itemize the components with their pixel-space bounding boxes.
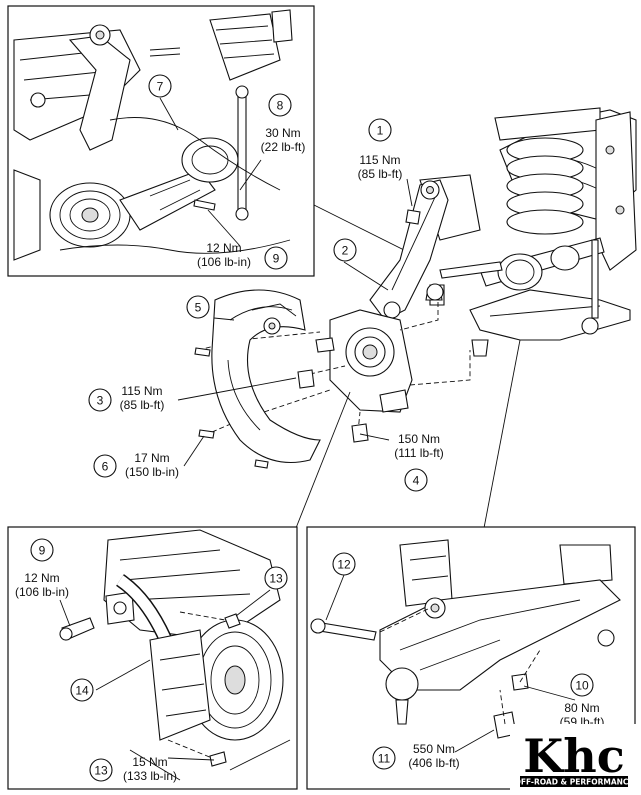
logo-tagline: OFF-ROAD & PERFORMANCE xyxy=(514,778,633,787)
torque-metric: 12 Nm xyxy=(206,241,241,255)
callout-number: 9 xyxy=(273,252,280,266)
torque-metric: 115 Nm xyxy=(121,384,162,398)
callout-circle xyxy=(88,388,112,412)
callout-circle xyxy=(186,295,210,319)
callout-circle xyxy=(264,246,288,270)
callout-circle xyxy=(268,93,292,117)
callout-number: 4 xyxy=(413,474,420,488)
torque-imperial: (85 lb-ft) xyxy=(120,398,165,412)
callout-number: 9 xyxy=(39,544,46,558)
torque-imperial: (85 lb-ft) xyxy=(358,167,403,181)
callout-circle xyxy=(93,454,117,478)
callout-number: 14 xyxy=(75,684,89,698)
callout-c6: 6 17 Nm(150 lb-in) xyxy=(93,451,179,479)
callout-circle xyxy=(333,238,357,262)
callout-c9b: 9 12 Nm(106 lb-in) xyxy=(15,538,69,599)
callout-number: 6 xyxy=(102,460,109,474)
torque-imperial: (133 lb-in) xyxy=(123,769,177,783)
callout-circle xyxy=(404,468,428,492)
callout-circle xyxy=(372,746,396,770)
callout-circle xyxy=(368,118,392,142)
assembly-strut-right xyxy=(419,107,637,357)
torque-metric: 15 Nm xyxy=(132,755,167,769)
callout-number: 11 xyxy=(378,752,391,766)
callout-number: 8 xyxy=(277,99,284,113)
torque-imperial: (22 lb-ft) xyxy=(261,140,306,154)
callout-c2: 2 xyxy=(333,238,357,262)
coil-spring xyxy=(506,137,584,235)
callout-c8: 8 30 Nm(22 lb-ft) xyxy=(261,93,306,154)
callout-circle xyxy=(570,673,594,697)
callout-number: 13 xyxy=(269,572,283,586)
callout-number: 2 xyxy=(342,244,349,258)
callout-number: 10 xyxy=(575,679,589,693)
callout-c12: 12 xyxy=(332,552,356,576)
callout-number: 12 xyxy=(337,558,351,572)
torque-metric: 115 Nm xyxy=(359,153,400,167)
torque-imperial: (106 lb-in) xyxy=(197,255,251,269)
callout-number: 5 xyxy=(195,301,202,315)
torque-imperial: (111 lb-ft) xyxy=(394,446,444,460)
callout-c11: 11 550 Nm(406 lb-ft) xyxy=(372,742,460,770)
callout-c4: 4 150 Nm(111 lb-ft) xyxy=(394,432,444,492)
callout-circle xyxy=(148,74,172,98)
torque-imperial: (406 lb-ft) xyxy=(408,756,459,770)
brand-logo: Khc OFF-ROAD & PERFORMANCE xyxy=(510,724,638,792)
callout-number: 13 xyxy=(94,764,108,778)
assembly-knuckle-center xyxy=(194,179,471,469)
leader-lines xyxy=(59,97,576,761)
inset-top-left xyxy=(7,5,315,277)
inset-bottom-left xyxy=(7,526,298,790)
torque-metric: 550 Nm xyxy=(413,742,455,756)
callout-number: 3 xyxy=(97,394,104,408)
callout-circle xyxy=(89,758,113,782)
inset-bottom-right xyxy=(306,526,636,790)
callout-circle xyxy=(264,566,288,590)
torque-metric: 17 Nm xyxy=(134,451,169,465)
callout-number: 7 xyxy=(157,80,164,94)
callout-circle xyxy=(30,538,54,562)
callout-c13b: 13 15 Nm(133 lb-in) xyxy=(89,755,177,783)
logo-text: Khc xyxy=(523,729,624,783)
callout-c13a: 13 xyxy=(264,566,288,590)
torque-imperial: (106 lb-in) xyxy=(15,585,69,599)
torque-imperial: (150 lb-in) xyxy=(125,465,179,479)
torque-metric: 150 Nm xyxy=(398,432,440,446)
callout-c7: 7 xyxy=(148,74,172,98)
callout-number: 1 xyxy=(377,124,384,138)
callout-c3: 3 115 Nm(85 lb-ft) xyxy=(88,384,165,412)
torque-metric: 12 Nm xyxy=(24,571,59,585)
callout-c9a: 9 12 Nm(106 lb-in) xyxy=(197,241,288,270)
callout-c1: 1 115 Nm(85 lb-ft) xyxy=(358,118,403,181)
brake-dust-shield xyxy=(211,289,321,464)
torque-metric: 80 Nm xyxy=(564,701,599,715)
callout-c5: 5 xyxy=(186,295,210,319)
callout-circle xyxy=(332,552,356,576)
torque-metric: 30 Nm xyxy=(265,126,300,140)
callout-circle xyxy=(70,678,94,702)
callout-c14: 14 xyxy=(70,678,94,702)
